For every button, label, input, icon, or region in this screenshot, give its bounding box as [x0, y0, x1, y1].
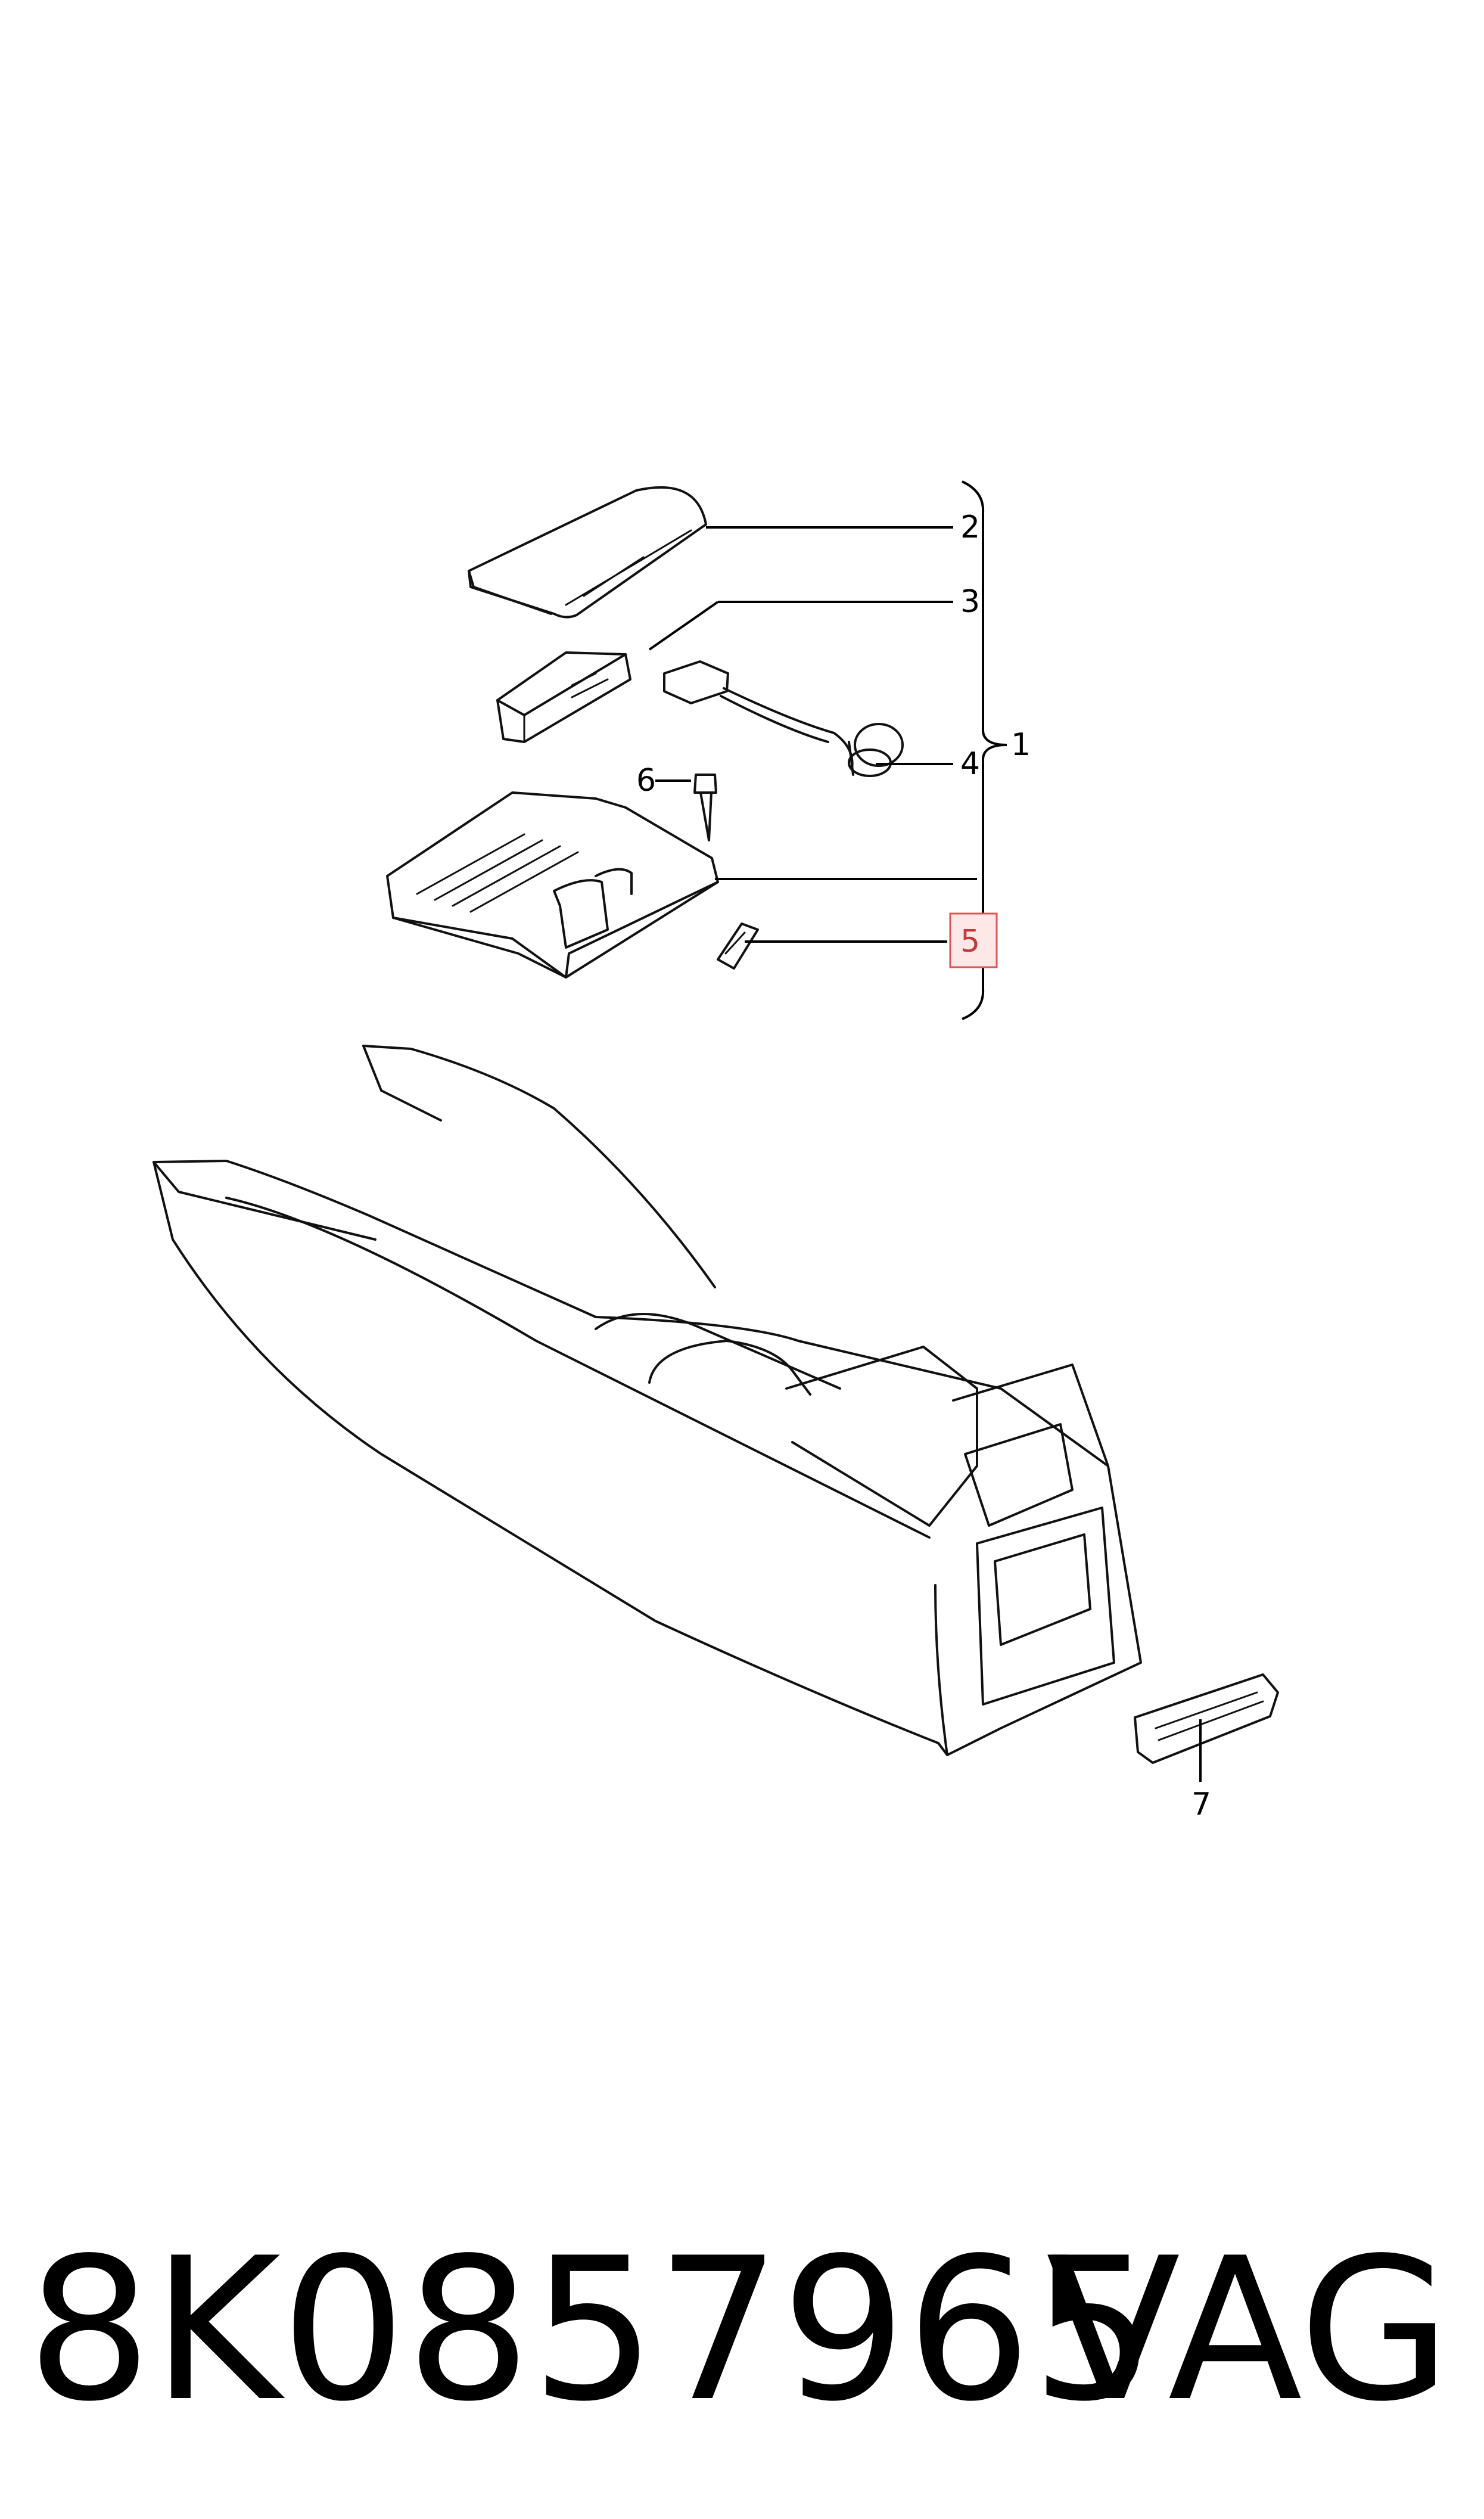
center-console	[153, 1045, 1142, 1756]
callout-6: 6	[636, 763, 656, 799]
part-4-cable-socket	[663, 660, 904, 777]
part-7-trim-piece	[1134, 1673, 1279, 1764]
callout-1: 1	[1011, 727, 1031, 763]
callout-5: 5	[960, 924, 980, 959]
brand-label: VAG	[1046, 2216, 1451, 2445]
callout-3: 3	[960, 584, 980, 620]
part-5-clip	[717, 923, 759, 970]
part-3-storage-tray	[496, 651, 631, 743]
callout-5-highlight-box	[949, 912, 998, 968]
part-2-armrest-lid	[468, 486, 707, 619]
part-6-screw	[693, 774, 717, 841]
callout-4: 4	[960, 746, 980, 782]
callouts: 1 2 3 4 5 6 7	[636, 510, 1211, 1822]
callout-2: 2	[960, 510, 980, 545]
callout-7: 7	[1191, 1787, 1211, 1822]
part-number: 8K0857965	[27, 2216, 1157, 2445]
part-1-console-insert-frame	[386, 791, 719, 979]
group-1-bracket	[962, 480, 1007, 1020]
leader-lines	[648, 526, 1202, 1782]
